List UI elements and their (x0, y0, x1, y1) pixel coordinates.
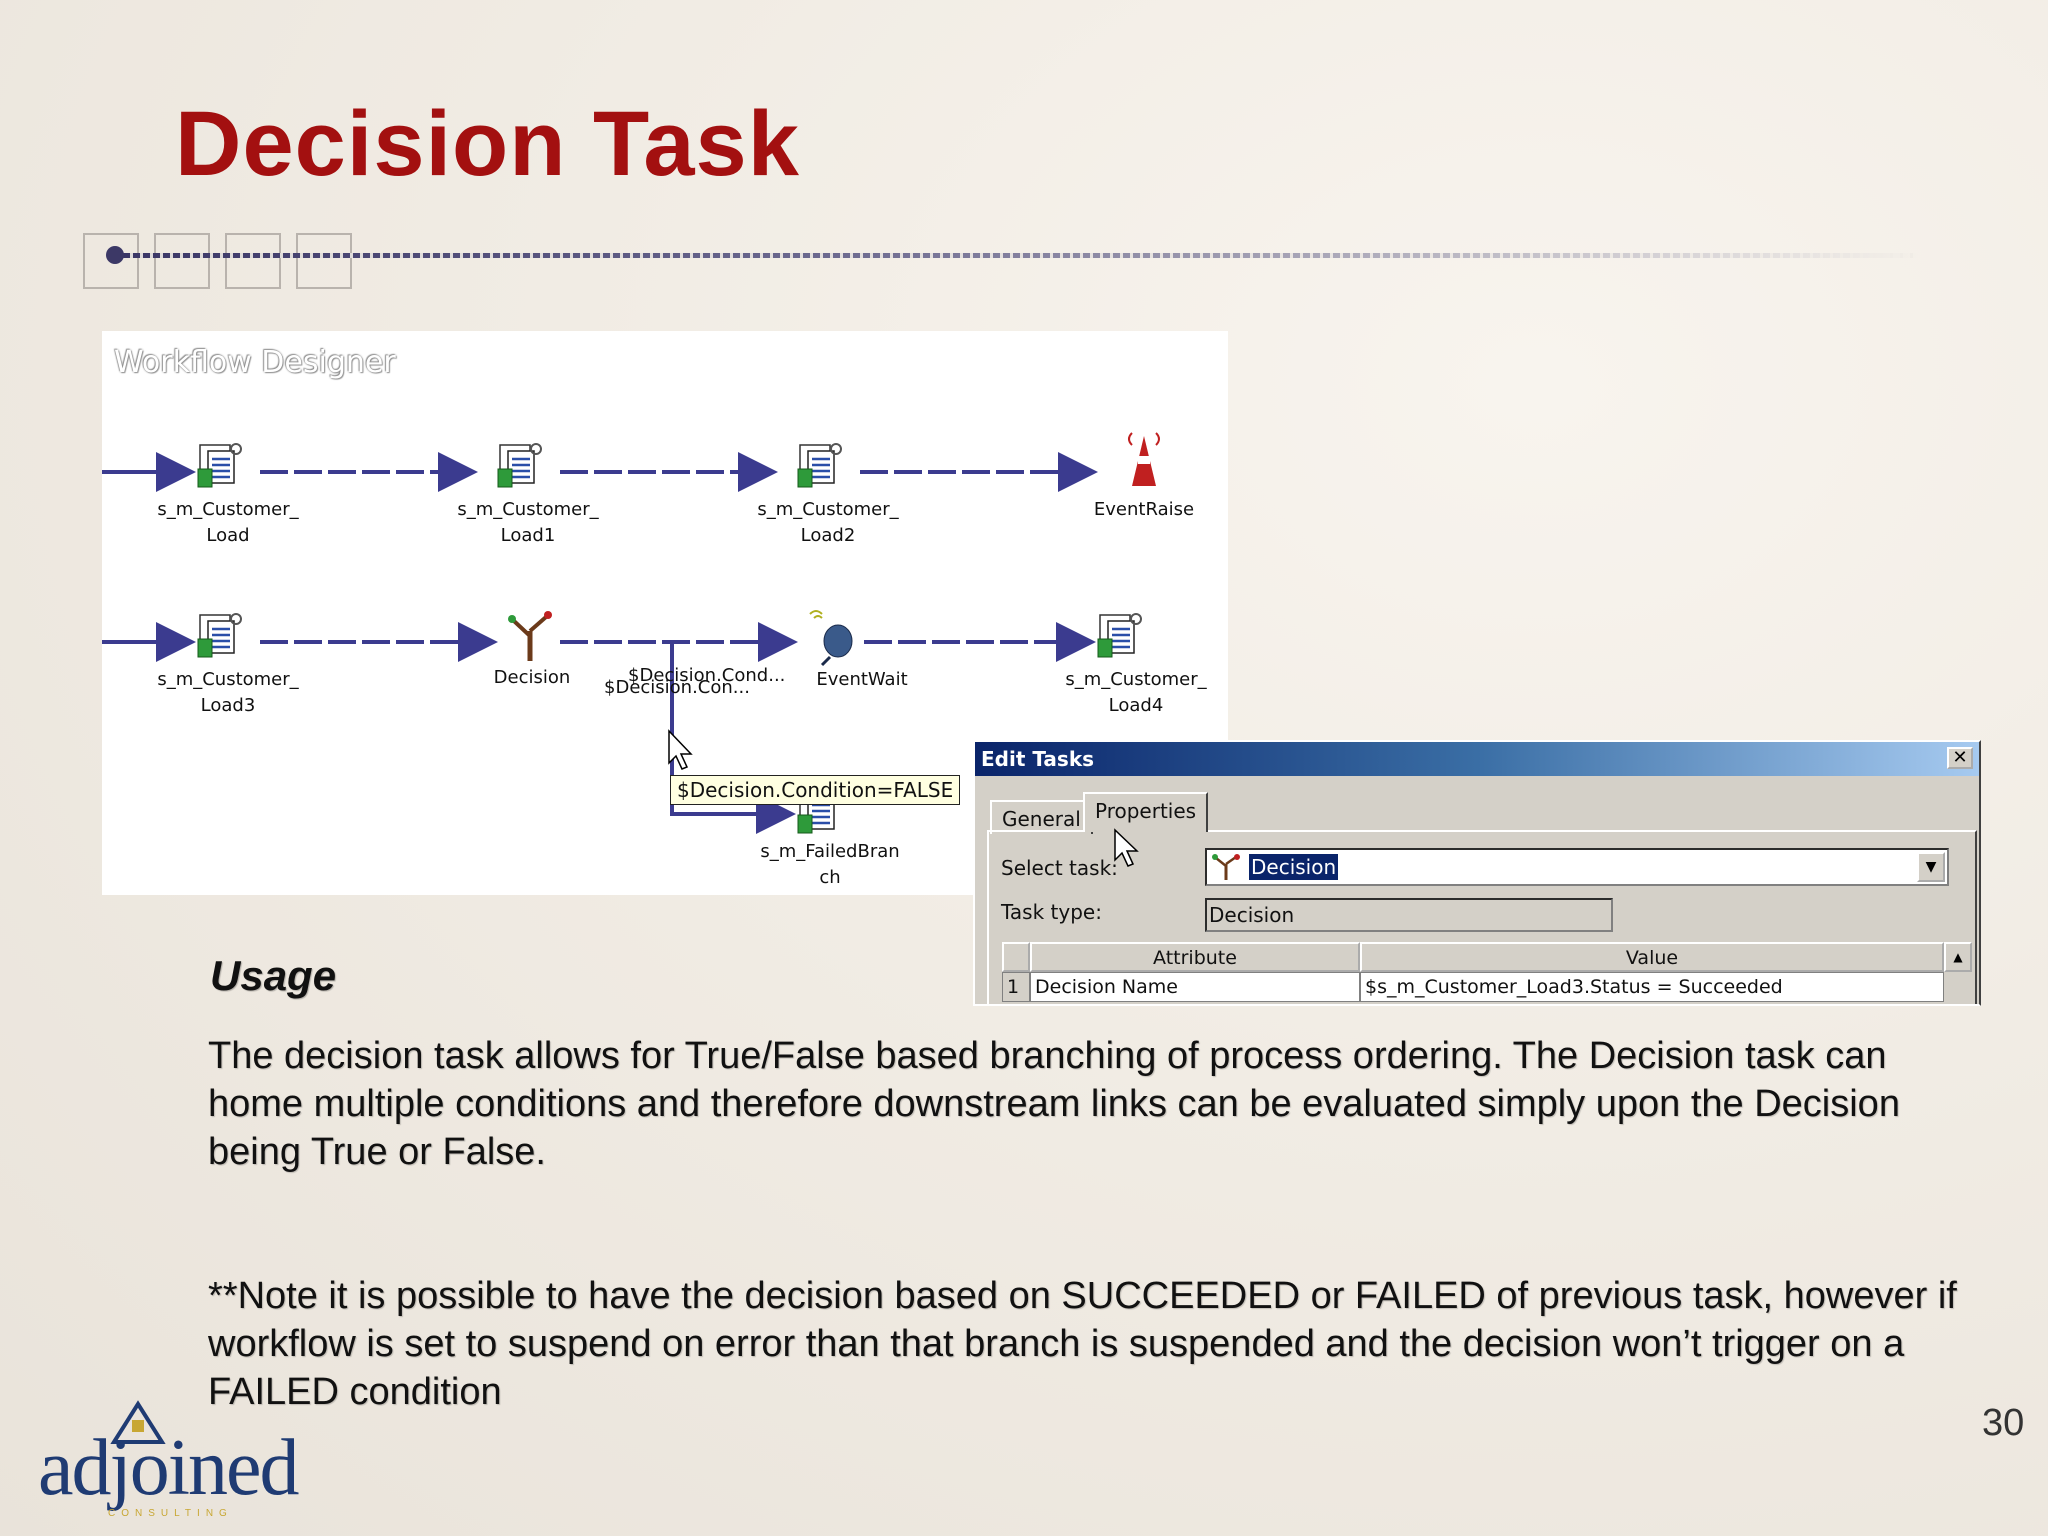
grid-row-number: 1 (1002, 972, 1030, 1002)
decorative-square (154, 233, 210, 289)
grid-cell-value[interactable]: $s_m_Customer_Load3.Status = Succeeded (1360, 972, 1944, 1002)
grid-cell-attribute[interactable]: Decision Name (1030, 972, 1360, 1002)
decorative-square (225, 233, 281, 289)
house-icon (110, 1400, 166, 1444)
decorative-square (296, 233, 352, 289)
node-label-load3[interactable]: s_m_Customer_ Load3 (157, 669, 299, 716)
company-logo: adjoined CONSULTING (38, 1398, 299, 1524)
eventwait-icon[interactable] (809, 610, 853, 667)
logo-wordmark: adjoined (38, 1424, 299, 1512)
session-icon[interactable] (796, 442, 843, 489)
select-task-dropdown[interactable]: Decision ▼ (1205, 848, 1949, 886)
session-icon[interactable] (1096, 612, 1143, 659)
close-icon[interactable]: ✕ (1947, 747, 1973, 769)
select-task-label: Select task: (1001, 856, 1118, 880)
note-paragraph: **Note it is possible to have the decisi… (208, 1275, 1957, 1413)
decorative-square (83, 233, 139, 289)
workflow-designer-title: Workflow Designer (114, 345, 396, 380)
scroll-up-arrow-icon[interactable]: ▲ (1944, 942, 1972, 972)
workflow-canvas (102, 432, 1160, 835)
decision-icon[interactable] (508, 611, 552, 661)
node-label-eventwait[interactable]: EventWait (816, 669, 908, 690)
session-icon[interactable] (196, 612, 243, 659)
select-task-value: Decision (1249, 854, 1339, 880)
node-label-load1[interactable]: s_m_Customer_ Load1 (457, 499, 599, 546)
link-condition-tooltip: $Decision.Condition=FALSE (670, 775, 961, 805)
tab-properties[interactable]: Properties (1083, 792, 1209, 832)
usage-paragraph: The decision task allows for True/False … (208, 1035, 1900, 1173)
page-number: 30 (1982, 1402, 2025, 1444)
cursor-icon (668, 729, 693, 770)
slide-title: Decision Task (175, 93, 800, 195)
grid-header-attribute[interactable]: Attribute (1030, 942, 1360, 972)
attribute-grid: Attribute Value ▲ 1 Decision Name $s_m_C… (1002, 942, 1972, 1004)
link-label-cond[interactable]: $Decision.Cond... (628, 665, 786, 686)
node-label-load2[interactable]: s_m_Customer_ Load2 (757, 499, 899, 546)
grid-corner (1002, 942, 1030, 972)
node-label-eventraise[interactable]: EventRaise (1093, 499, 1195, 520)
task-type-field: Decision (1205, 898, 1613, 932)
node-label-failed-branch[interactable]: s_m_FailedBran ch (760, 841, 900, 888)
usage-heading: Usage (210, 952, 337, 999)
dialog-title: Edit Tasks (981, 747, 1095, 771)
edit-tasks-dialog: Edit Tasks ✕ General Properties Select t… (973, 740, 1981, 1006)
node-label-decision[interactable]: Decision (493, 667, 571, 688)
logo-subtitle: CONSULTING (108, 1508, 233, 1519)
eventraise-icon[interactable] (1128, 432, 1160, 486)
node-label-load4[interactable]: s_m_Customer_ Load4 (1065, 669, 1207, 716)
link-label-cond-overlap[interactable]: $Decision.Con... (604, 677, 750, 698)
bullet-dot (106, 246, 124, 264)
dialog-titlebar[interactable]: Edit Tasks ✕ (975, 742, 1979, 776)
node-label-load[interactable]: s_m_Customer_ Load (157, 499, 299, 546)
grid-header-value[interactable]: Value (1360, 942, 1944, 972)
title-underline-dots (120, 253, 1920, 258)
mouse-cursor-icon (1114, 828, 1139, 867)
dropdown-arrow-icon[interactable]: ▼ (1917, 852, 1945, 882)
decision-icon (1212, 854, 1240, 880)
session-icon[interactable] (496, 442, 543, 489)
properties-panel (987, 830, 1977, 1004)
session-icon[interactable] (196, 442, 243, 489)
tab-general[interactable]: General (990, 800, 1093, 834)
task-type-label: Task type: (1001, 900, 1102, 924)
